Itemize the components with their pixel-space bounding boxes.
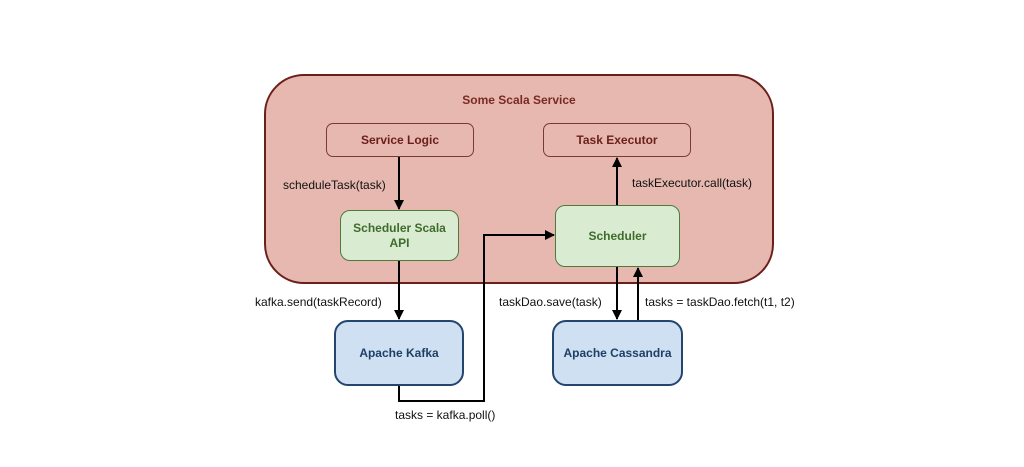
label-kafka-poll: tasks = kafka.poll() bbox=[395, 408, 496, 422]
scheduler-api-label-line1: Scheduler Scala bbox=[353, 220, 446, 235]
scheduler-scala-api-node: Scheduler Scala API bbox=[340, 210, 459, 261]
scheduler-api-label-line2: API bbox=[389, 235, 410, 250]
label-dao-save: taskDao.save(task) bbox=[499, 295, 602, 309]
label-executor-call: taskExecutor.call(task) bbox=[632, 176, 753, 190]
label-schedule-task: scheduleTask(task) bbox=[283, 178, 386, 192]
service-logic-node: Service Logic bbox=[326, 123, 474, 157]
apache-kafka-node: Apache Kafka bbox=[334, 320, 464, 386]
edge-kafka-poll bbox=[398, 230, 555, 402]
scheduler-node: Scheduler bbox=[555, 205, 680, 267]
service-title: Some Scala Service bbox=[462, 93, 576, 107]
apache-cassandra-node: Apache Cassandra bbox=[552, 320, 683, 386]
label-dao-fetch: tasks = taskDao.fetch(t1, t2) bbox=[645, 295, 795, 309]
label-kafka-send: kafka.send(taskRecord) bbox=[255, 295, 382, 309]
task-executor-node: Task Executor bbox=[543, 123, 691, 157]
